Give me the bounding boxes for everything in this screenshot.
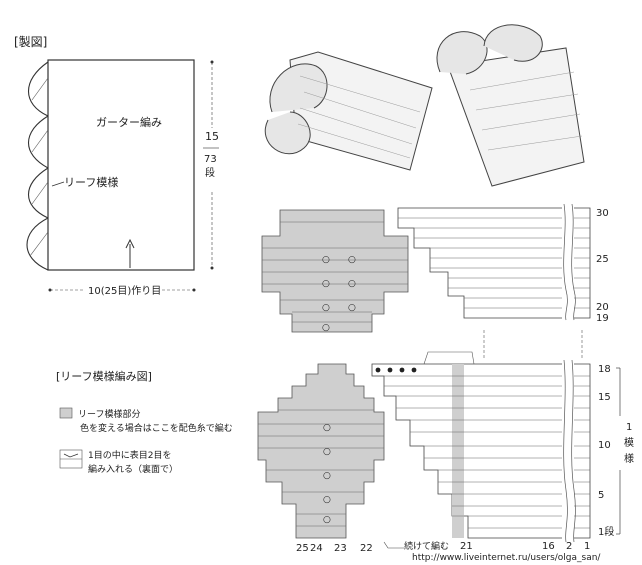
height-rows: 73 [204,154,217,165]
svg-text:○: ○ [323,471,331,481]
width-dimension [48,288,196,292]
leaf-pattern-label: リーフ模様 [64,175,118,189]
mittens-illustration [264,24,585,187]
svg-text:○: ○ [348,303,356,313]
continue-label: 続けて編む [404,540,449,552]
upper-row-19: 19 [596,313,609,324]
lower-right-col-2: 2 [566,541,572,552]
svg-text:○: ○ [322,279,330,289]
lower-row-15: 15 [598,392,611,403]
legend-increase-line1: 1目の中に表目2目を [88,449,171,461]
legend-swatch-gray [59,407,73,419]
width-label: 10(25目)作り目 [88,285,161,297]
svg-text:○: ○ [348,255,356,265]
leaf-chart-title: [リーフ模様編み図] [56,369,152,383]
repeat-label-3: 様 [624,452,634,465]
upper-row-25: 25 [596,254,609,265]
lower-right-col-16: 16 [542,541,555,552]
lower-left-col-23: 23 [334,543,347,554]
lower-left-col-22: 22 [360,543,373,554]
garter-stitch-label: ガーター編み [96,115,162,129]
height-cm: 15 [205,130,219,143]
knit-direction-arrow [125,238,135,268]
lower-row-10: 10 [598,440,611,451]
legend-increase-line2: 編み入れる（裏面で） [88,463,178,475]
watermark-url: http://www.liveinternet.ru/users/olga_sa… [412,553,601,563]
lower-row-5: 5 [598,490,604,501]
lower-row-1: 1段 [598,525,614,538]
svg-text:○: ○ [322,323,330,333]
upper-leaf-chart: ○ ○ ○ ○ ○ ○ ○ [261,209,409,333]
height-unit: 段 [205,166,215,179]
svg-text:○: ○ [348,279,356,289]
lower-right-col-21: 21 [460,541,473,552]
repeat-label-1: 1 [626,422,632,433]
schematic-outline [26,59,195,271]
lower-stitch-chart [371,359,591,543]
svg-text:○: ○ [323,447,331,457]
lower-row-18: 18 [598,364,611,375]
lower-right-col-1: 1 [584,541,590,552]
continue-arrow [383,541,404,549]
upper-stitch-chart [397,203,591,321]
lower-left-col-25: 25 [296,543,309,554]
svg-text:○: ○ [322,255,330,265]
repeat-label-2: 模 [624,437,634,449]
upper-row-20: 20 [596,302,609,313]
upper-row-30: 30 [596,208,609,219]
legend-leaf-part: リーフ模様部分 [78,408,140,420]
svg-text:○: ○ [323,495,331,505]
svg-text:○: ○ [323,423,331,433]
lower-left-col-24: 24 [310,543,323,554]
legend-color-note: 色を変える場合はここを配色糸で編む [80,422,233,434]
svg-text:○: ○ [323,515,331,525]
pattern-repeat-bracket [616,367,621,535]
lower-leaf-chart: ○ ○ ○ ○ ○ [257,363,385,539]
schematic-title: [製図] [14,35,47,49]
legend-increase-symbol [59,449,83,469]
chart-connectors [423,330,583,365]
height-dimension [210,60,214,270]
svg-text:○: ○ [322,303,330,313]
